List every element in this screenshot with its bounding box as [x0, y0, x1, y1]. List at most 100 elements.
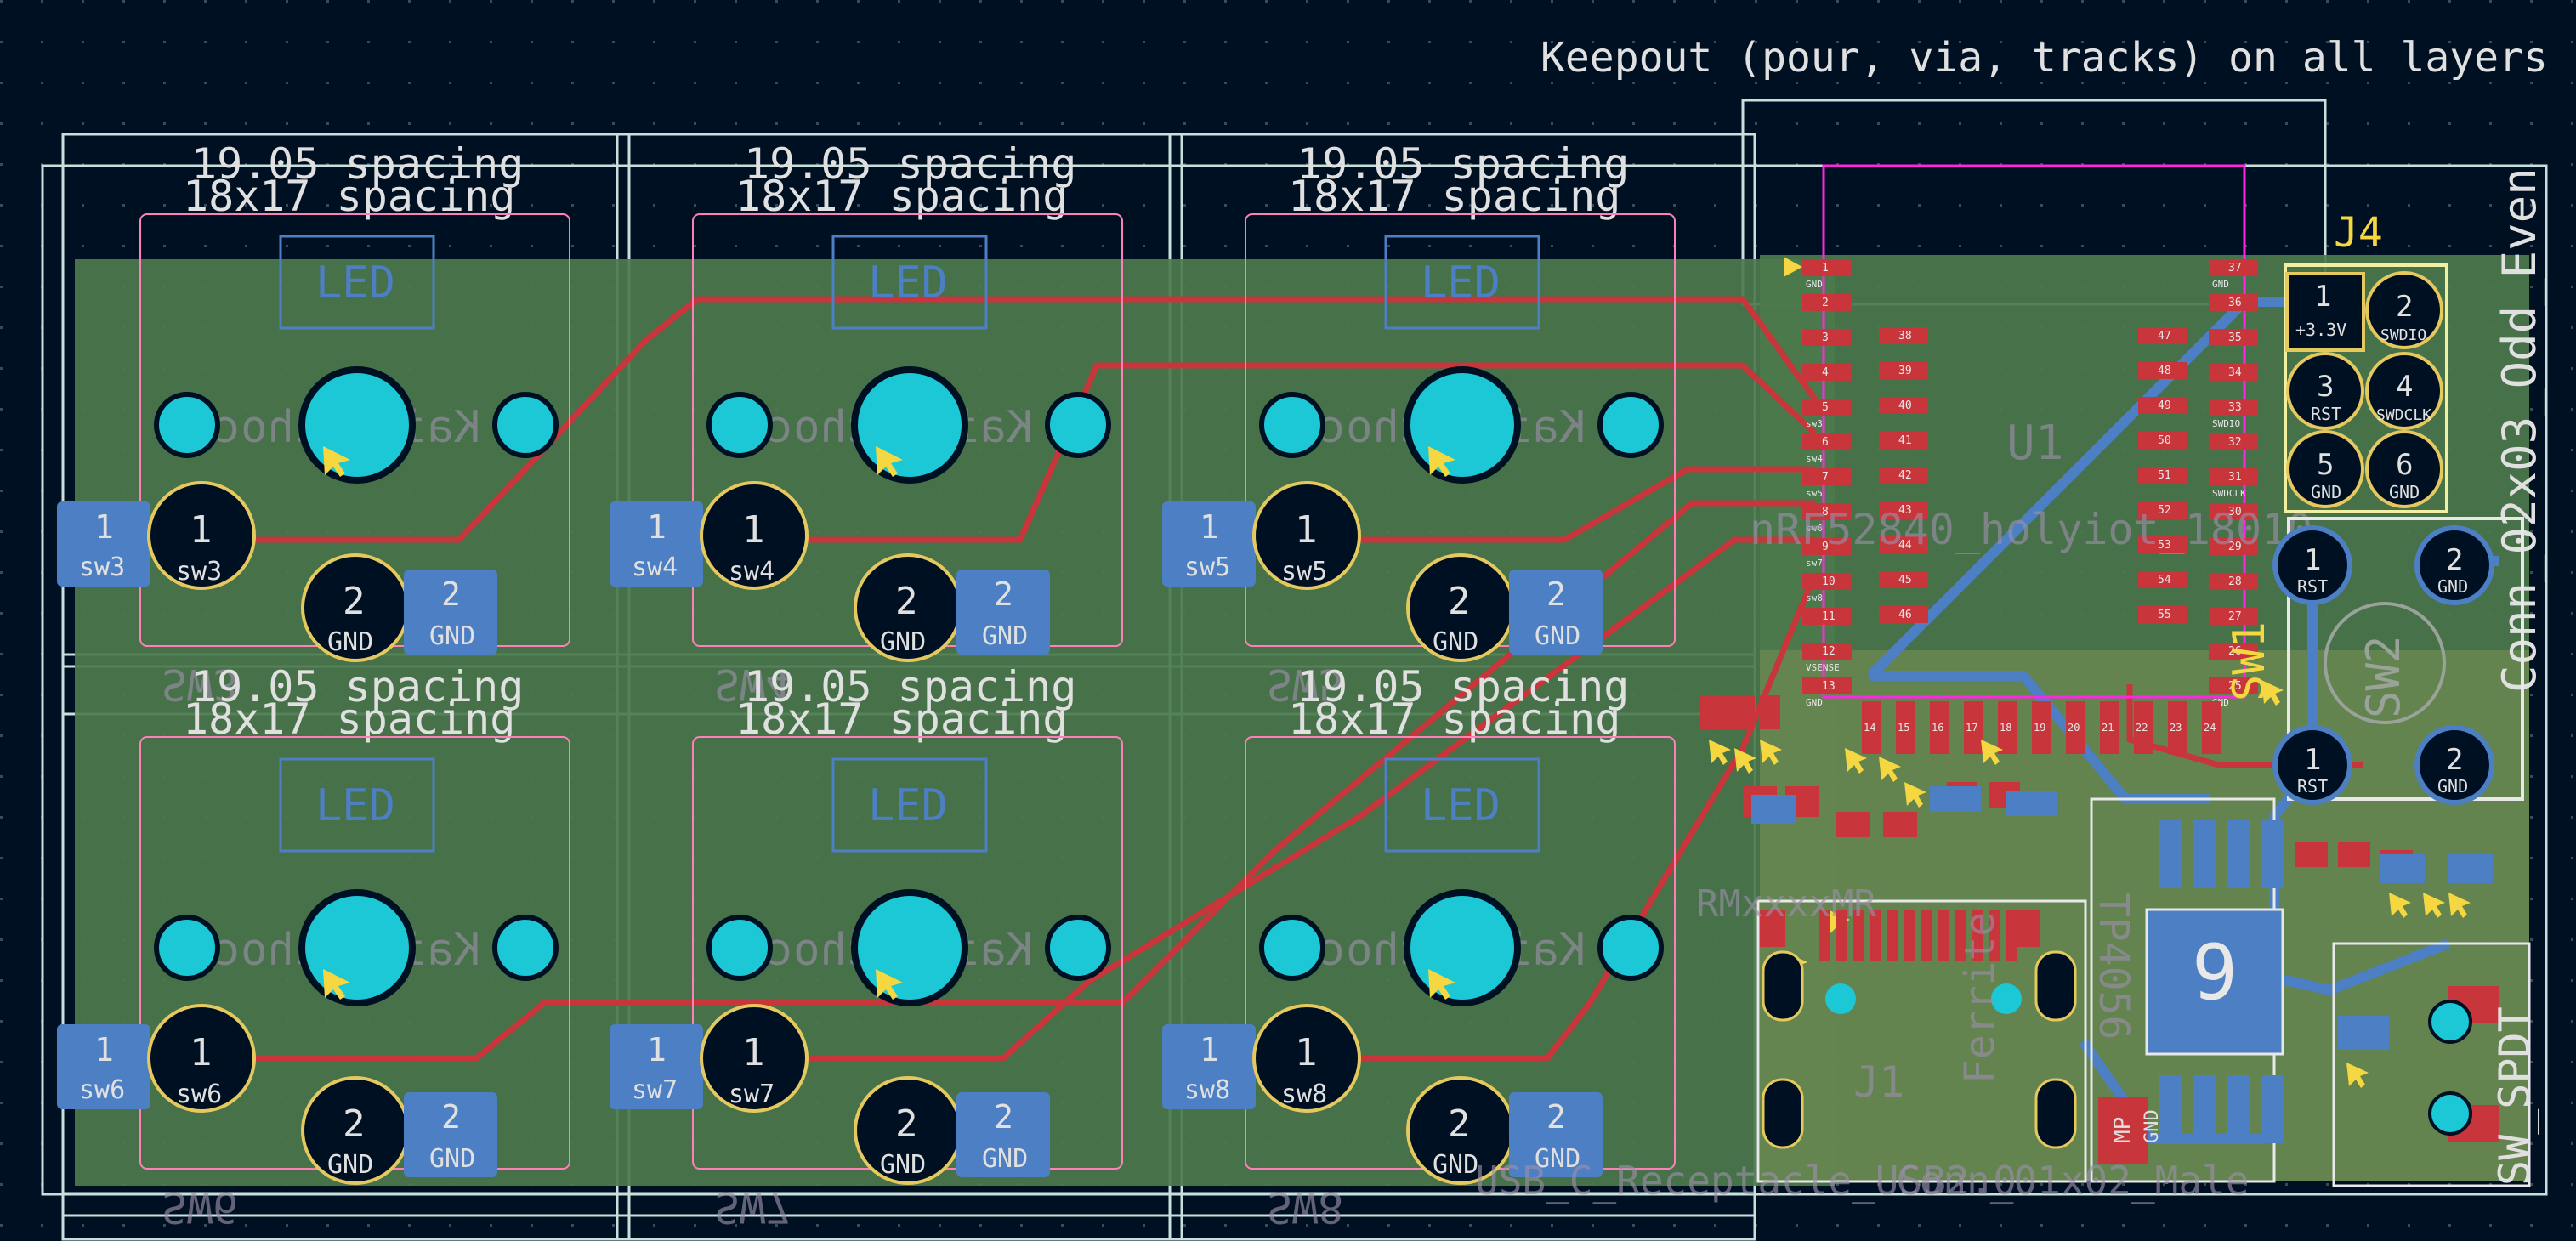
- u1-bottom-pad-22[interactable]: [2134, 701, 2153, 754]
- key-sw5[interactable]: 19.05 spacing 18x17 spacing LED Kailh ch…: [1162, 139, 1676, 709]
- u1-bottom-pad-20[interactable]: [2066, 701, 2085, 754]
- u1-right-pad-25[interactable]: [2209, 677, 2258, 694]
- sw2-pin-2a[interactable]: [2414, 525, 2494, 605]
- u1-left-pad-13[interactable]: [1802, 677, 1852, 694]
- u1-right-pad-35[interactable]: [2209, 329, 2258, 346]
- smd-pad-2[interactable]: [956, 570, 1050, 654]
- pth-pad-1-net: sw6: [176, 1080, 222, 1109]
- key-sw7[interactable]: 19.05 spacing 18x17 spacing LED Kailh ch…: [610, 662, 1123, 1232]
- slide-switch[interactable]: SW_SPDT: [2332, 942, 2539, 1187]
- u1-mid-pad-41[interactable]: [1879, 432, 1928, 449]
- u1-right-pad-27[interactable]: [2209, 608, 2258, 625]
- u1-mid-pad-44[interactable]: [1879, 536, 1928, 553]
- u1-right-pad-31[interactable]: [2209, 468, 2258, 485]
- u1-left-pad-9[interactable]: [1802, 538, 1852, 555]
- module-u1[interactable]: 1GND2345sw36sw47sw58sw69sw710sw81112VSEN…: [1750, 164, 2312, 754]
- j4-pin-2[interactable]: [2365, 271, 2443, 349]
- sw2-pin-2b[interactable]: [2414, 725, 2494, 805]
- u1-left-pad-1[interactable]: [1802, 259, 1852, 276]
- j4-pin-5[interactable]: [2286, 430, 2364, 508]
- key-sw4[interactable]: 19.05 spacing 18x17 spacing LED Kailh ch…: [610, 139, 1123, 709]
- u1-mid-pad-46[interactable]: [1879, 606, 1928, 623]
- charging-area[interactable]: J1 Ferrite 9 TP4056 MP GND SW_SPDT RMxxx…: [1475, 621, 2539, 1204]
- u1-right-pad-29[interactable]: [2209, 538, 2258, 555]
- u1-left-pad-11[interactable]: [1802, 608, 1852, 625]
- u1-right-pad-30[interactable]: [2209, 503, 2258, 520]
- reset-switch-sw2[interactable]: SW2 1 RST 2 GND 1 RST 2 GND: [2272, 517, 2524, 805]
- u1-left-pad-7[interactable]: [1802, 468, 1852, 485]
- u1-left-pad-12[interactable]: [1802, 643, 1852, 660]
- u1-rmid-pad-55[interactable]: [2138, 606, 2187, 623]
- u1-rmid-pad-50[interactable]: [2138, 432, 2187, 449]
- smd-pad-2[interactable]: [1509, 570, 1603, 654]
- u1-mid-pad-42[interactable]: [1879, 467, 1928, 484]
- u1-bottom-pad-16[interactable]: [1930, 701, 1949, 754]
- u1-left-pad-4[interactable]: [1802, 364, 1852, 381]
- smd-pad-1[interactable]: [610, 1024, 703, 1109]
- u1-right-pad-33[interactable]: [2209, 399, 2258, 416]
- u1-mid-pad-43[interactable]: [1879, 502, 1928, 518]
- smd-pad-1[interactable]: [1162, 1024, 1256, 1109]
- u1-right-pad-28[interactable]: [2209, 573, 2258, 590]
- u1-mid-pad-39[interactable]: [1879, 362, 1928, 379]
- smd-pad-2[interactable]: [956, 1092, 1050, 1177]
- u1-rmid-pad-51[interactable]: [2138, 467, 2187, 484]
- u1-bottom-pad-23[interactable]: [2168, 701, 2187, 754]
- u1-bottom-pad-17[interactable]: [1964, 701, 1983, 754]
- pth-pad-1[interactable]: [147, 1004, 256, 1113]
- charger-tp4056[interactable]: 9 TP4056 MP GND: [2090, 797, 2284, 1183]
- smd-pad-1[interactable]: [57, 1024, 150, 1109]
- j4-pin-1[interactable]: [2285, 272, 2365, 352]
- pth-pad-1[interactable]: [147, 481, 256, 590]
- pth-pad-1[interactable]: [700, 1004, 809, 1113]
- u1-left-pad-3[interactable]: [1802, 329, 1852, 346]
- j4-pin-6[interactable]: [2365, 430, 2443, 508]
- u1-bottom-pad-18[interactable]: [1998, 701, 2017, 754]
- u1-right-pad-37[interactable]: [2209, 259, 2258, 276]
- j4-pin-3[interactable]: [2286, 352, 2364, 430]
- u1-bottom-pad-15[interactable]: [1896, 701, 1915, 754]
- pth-pad-1[interactable]: [1252, 481, 1361, 590]
- usb-receptacle-j1[interactable]: J1 Ferrite: [1756, 899, 2087, 1183]
- u1-rmid-pad-48[interactable]: [2138, 362, 2187, 379]
- u1-mid-pad-45[interactable]: [1879, 571, 1928, 588]
- u1-right-pad-26[interactable]: [2209, 643, 2258, 660]
- u1-right-pad-32[interactable]: [2209, 434, 2258, 450]
- smd-pad-2[interactable]: [1509, 1092, 1603, 1177]
- u1-bottom-pad-24[interactable]: [2202, 701, 2221, 754]
- u1-right-pad-36[interactable]: [2209, 294, 2258, 311]
- pth-pad-1[interactable]: [700, 481, 809, 590]
- connector-j4[interactable]: J4 1 +3.3V 2 SWDIO 3 RST 4 SWDCLK 5 GND …: [2284, 167, 2546, 693]
- key-sw8[interactable]: 19.05 spacing 18x17 spacing LED Kailh ch…: [1162, 662, 1676, 1232]
- sw2-pin-1b[interactable]: [2272, 725, 2352, 805]
- u1-left-pad-6[interactable]: [1802, 434, 1852, 450]
- sw2-pin-1a[interactable]: [2272, 525, 2352, 605]
- u1-rmid-pad-47[interactable]: [2138, 327, 2187, 344]
- u1-rmid-pad-49[interactable]: [2138, 397, 2187, 414]
- u1-rmid-pad-53[interactable]: [2138, 536, 2187, 553]
- smd-pad-2[interactable]: [404, 1092, 497, 1177]
- smd-pad-2[interactable]: [404, 570, 497, 654]
- j4-pin-4[interactable]: [2365, 352, 2443, 430]
- u1-left-pad-2[interactable]: [1802, 294, 1852, 311]
- u1-left-pad-10[interactable]: [1802, 573, 1852, 590]
- spdt-value: SW_SPDT: [2490, 1006, 2539, 1186]
- key-sw3[interactable]: 19.05 spacing 18x17 spacing LED Kailh ch…: [57, 139, 570, 709]
- u1-left-pad-8[interactable]: [1802, 503, 1852, 520]
- u1-rmid-pad-52[interactable]: [2138, 502, 2187, 518]
- u1-bottom-pad-21[interactable]: [2100, 701, 2119, 754]
- key-sw6[interactable]: 19.05 spacing 18x17 spacing LED Kailh ch…: [57, 662, 570, 1232]
- u1-left-pad-5[interactable]: [1802, 399, 1852, 416]
- pth-pad-1[interactable]: [1252, 1004, 1361, 1113]
- u1-bottom-pad-19[interactable]: [2032, 701, 2051, 754]
- u1-mid-pad-38[interactable]: [1879, 327, 1928, 344]
- u1-rmid-pad-54[interactable]: [2138, 571, 2187, 588]
- u1-right-pad-34[interactable]: [2209, 364, 2258, 381]
- u1-mid-pad-40[interactable]: [1879, 397, 1928, 414]
- u1-bottom-pad-14[interactable]: [1862, 701, 1881, 754]
- smd-pad-1[interactable]: [610, 502, 703, 586]
- smd-pad-1[interactable]: [1162, 502, 1256, 586]
- mount-hole-left: [154, 392, 220, 458]
- smd-pad-1[interactable]: [57, 502, 150, 586]
